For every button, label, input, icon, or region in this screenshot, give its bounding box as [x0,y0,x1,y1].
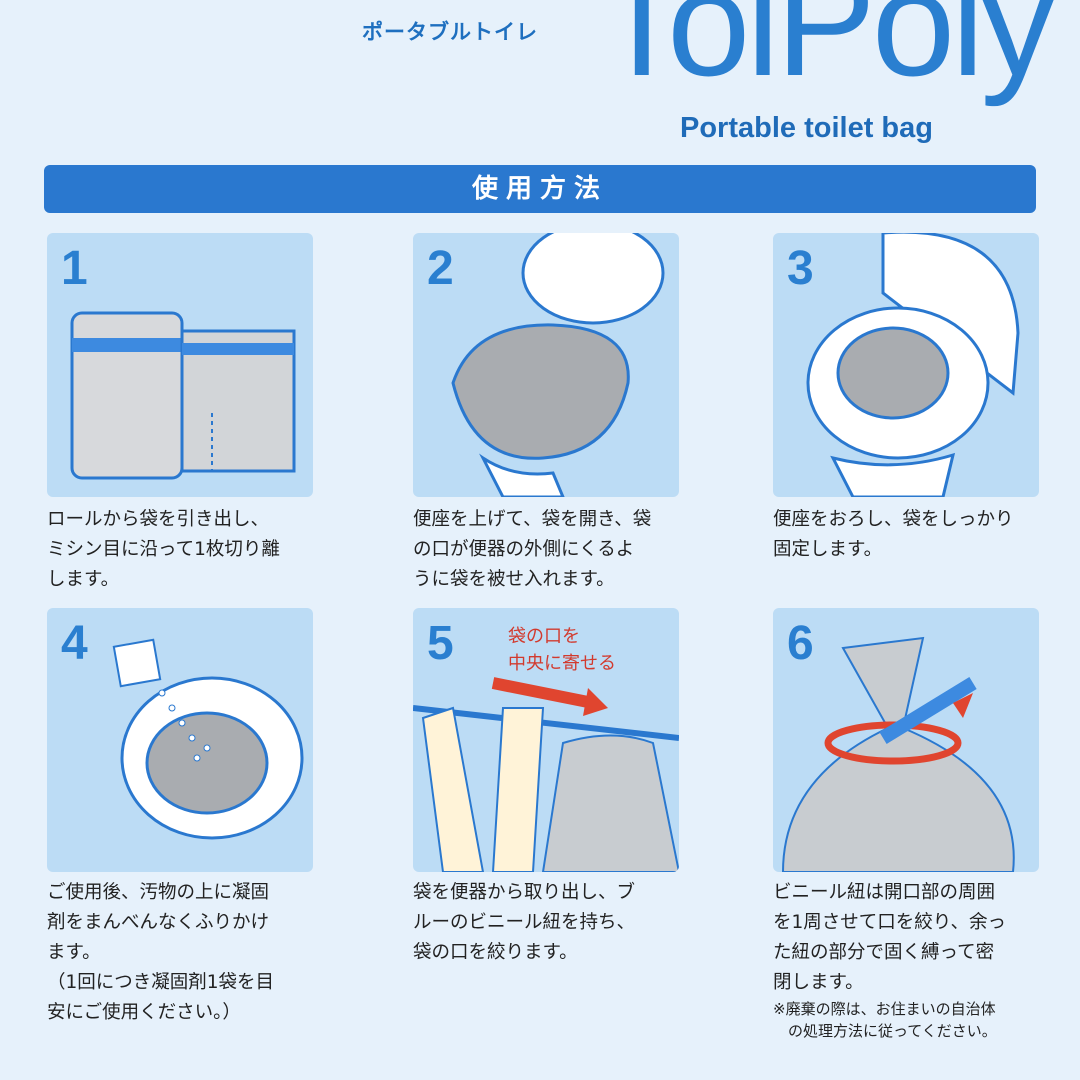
text-line: を1周させて口を絞り、余っ [773,912,1007,933]
disposal-note: ※廃棄の際は、お住まいの自治体 [773,1000,996,1018]
step-5-callout: 袋の口を 中央に寄せる [508,623,616,677]
text-line: 固定します。 [773,539,883,560]
product-kana: ポータブルトイレ [362,20,538,44]
step-3-text: 便座をおろし、袋をしっかり 固定します。 [773,505,1073,565]
product-subtitle: Portable toilet bag [680,112,933,144]
tie-bag-icon [781,636,1015,872]
text-line: （1回につき凝固剤1袋を目 [47,972,275,993]
text-line: ご使用後、汚物の上に凝固 [47,882,270,903]
toilet-seat-down-icon [806,233,1020,497]
bag-roll-icon [70,311,296,480]
callout-line: 袋の口を [508,626,580,647]
step-5-text: 袋を便器から取り出し、ブ ルーのビニール紐を持ち、 袋の口を絞ります。 [413,878,713,968]
step-number: 4 [61,617,88,670]
step-2-illustration: 2 [413,233,679,497]
step-number: 2 [427,242,454,295]
step-6-text: ビニール紐は開口部の周囲 を1周させて口を絞り、余っ た紐の部分で固く縛って密 … [773,878,1073,1042]
step-number: 6 [787,617,814,670]
step-4-text: ご使用後、汚物の上に凝固 剤をまんべんなくふりかけ ます。 （1回につき凝固剤1… [47,878,347,1028]
text-line: 袋の口を絞ります。 [413,942,578,963]
section-banner: 使用方法 [44,165,1036,213]
step-1-text: ロールから袋を引き出し、 ミシン目に沿って1枚切り離 します。 [47,505,347,595]
text-line: ビニール紐は開口部の周囲 [773,882,996,903]
text-line: ロールから袋を引き出し、 [47,509,270,530]
text-line: 便座をおろし、袋をしっかり [773,509,1014,530]
text-line: 剤をまんべんなくふりかけ [47,912,270,933]
step-2-text: 便座を上げて、袋を開き、袋 の口が便器の外側にくるよ うに袋を被せ入れます。 [413,505,713,595]
text-line: ルーのビニール紐を持ち、 [413,912,636,933]
text-line: ます。 [47,942,101,963]
step-6-illustration: 6 [773,608,1039,872]
step-number: 5 [427,617,454,670]
step-1-illustration: 1 [47,233,313,497]
step-5-illustration: 5 [413,608,679,872]
coagulant-sprinkle-icon [112,638,304,840]
text-line: 袋を便器から取り出し、ブ [413,882,636,903]
text-line: 安にご使用ください。） [47,1002,241,1023]
disposal-note: の処理方法に従ってください。 [773,1022,997,1040]
callout-line: 中央に寄せる [508,653,616,674]
step-3-illustration: 3 [773,233,1039,497]
hands-pull-string-icon [413,677,679,872]
toilet-bag-open-icon [451,233,665,497]
brand-logo: ToiPoly [596,0,1056,107]
text-line: の口が便器の外側にくるよ [413,539,635,560]
text-line: 便座を上げて、袋を開き、袋 [413,509,652,530]
step-4-illustration: 4 [47,608,313,872]
text-line: 閉します。 [773,972,864,993]
text-line: します。 [47,569,120,590]
text-line: た紐の部分で固く縛って密 [773,942,995,963]
text-line: ミシン目に沿って1枚切り離 [47,539,280,560]
text-line: うに袋を被せ入れます。 [413,569,615,590]
step-number: 1 [61,242,88,295]
step-number: 3 [787,242,814,295]
